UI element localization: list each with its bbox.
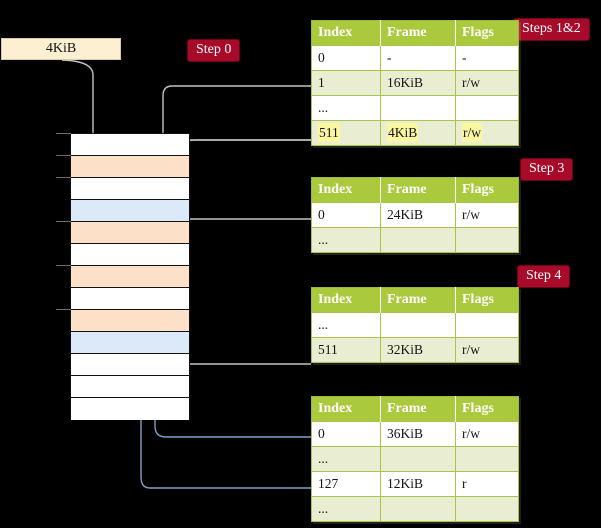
table-cell-index: 0 [311,202,381,228]
table-cell-index: ... [311,227,381,253]
table-cell-frame: 24KiB [380,202,456,228]
table-header-frame: Frame [380,287,456,313]
highlighted-value: 511 [318,123,340,142]
memory-frame-row [71,266,189,288]
table-cell-flags [455,227,519,253]
table-row: ... [311,312,519,338]
table-cell-flags: r/w [455,337,519,363]
table-cell-index: ... [311,95,381,121]
table-cell-flags [455,95,519,121]
table-cell-index: 0 [311,421,381,447]
memory-frame-row [71,332,189,354]
memory-frame-row [71,200,189,222]
table-cell-frame [380,496,456,522]
table-cell-flags: r/w [455,202,519,228]
table-header-frame: Frame [380,20,456,46]
memory-frame-row [71,354,189,376]
table-cell-flags: r [455,471,519,497]
table-cell-flags [455,496,519,522]
table-header-index: Index [311,287,381,313]
memory-scale-tick [56,221,71,222]
table-cell-frame: 36KiB [380,421,456,447]
step-badge-step-4: Step 4 [518,266,570,287]
step-badge-steps-1-2: Steps 1&2 [514,19,589,40]
table-cell-index: 511 [311,120,381,146]
table-cell-index: ... [311,312,381,338]
table-header-flags: Flags [455,20,519,46]
table-header-frame: Frame [380,177,456,203]
table-header-flags: Flags [455,287,519,313]
memory-scale-tick [56,265,71,266]
table-cell-frame [380,312,456,338]
table-cell-flags [455,312,519,338]
table-header-flags: Flags [455,177,519,203]
highlighted-value: 4KiB [387,123,419,142]
memory-frame-row [71,288,189,310]
table-header-index: Index [311,396,381,422]
table-header-flags: Flags [455,396,519,422]
memory-frame-row [71,156,189,178]
table-cell-flags: r/w [455,120,519,146]
table-header-index: Index [311,177,381,203]
table-header-frame: Frame [380,396,456,422]
table-cell-frame: 12KiB [380,471,456,497]
memory-scale-tick [56,133,71,134]
table-cell-frame: 32KiB [380,337,456,363]
memory-frame-row [71,244,189,266]
memory-frame-row [71,178,189,200]
table-header-index: Index [311,20,381,46]
table-cell-flags: r/w [455,70,519,96]
memory-scale-tick [56,155,71,156]
table-cell-index: ... [311,446,381,472]
table-cell-frame: - [380,45,456,71]
table-cell-flags: - [455,45,519,71]
table-cell-index: 511 [311,337,381,363]
table-row: ... [311,227,519,253]
table-row: 0-- [311,45,519,71]
virtual-page-box: 4KiB [1,38,121,60]
physical-memory-column [70,133,190,420]
table-cell-index: ... [311,496,381,522]
table-cell-index: 1 [311,70,381,96]
table-row: ... [311,446,519,472]
table-row: 511 4KiB r/w [311,120,519,146]
step-badge-step-0: Step 0 [188,40,240,61]
table-cell-frame [380,95,456,121]
table-cell-frame [380,446,456,472]
highlighted-value: r/w [462,123,482,142]
table-cell-flags: r/w [455,421,519,447]
memory-scale-tick [56,309,71,310]
table-cell-frame: 16KiB [380,70,456,96]
memory-frame-row [71,376,189,398]
table-row: ... [311,95,519,121]
memory-frame-row [71,134,189,156]
table-cell-flags [455,446,519,472]
table-row: ... [311,496,519,522]
table-cell-index: 127 [311,471,381,497]
memory-frame-row [71,398,189,420]
step-badge-step-3: Step 3 [521,159,573,180]
table-cell-frame: 4KiB [380,120,456,146]
table-cell-frame [380,227,456,253]
memory-frame-row [71,222,189,244]
memory-scale-tick [56,177,71,178]
memory-frame-row [71,310,189,332]
table-cell-index: 0 [311,45,381,71]
